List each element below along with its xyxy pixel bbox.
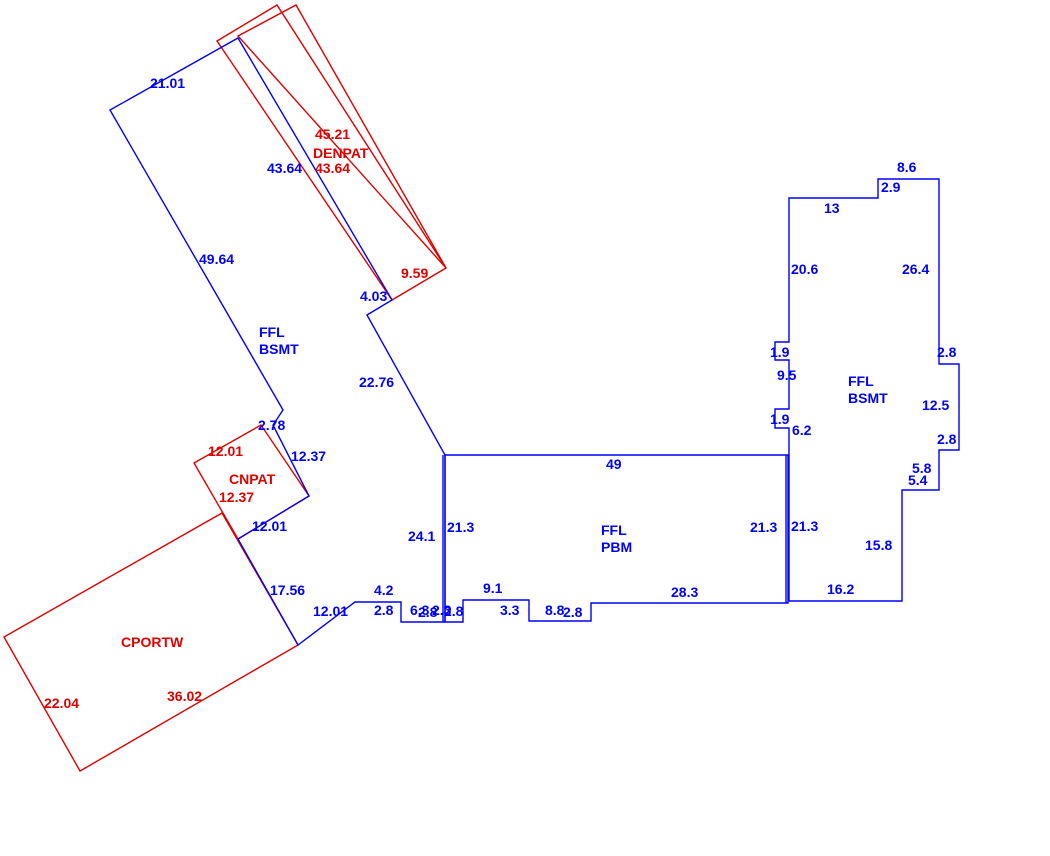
dim-label: 21.3 [447,519,474,535]
area-label-cnpat: CNPAT [229,471,276,487]
dim-label-red: 12.01 [208,443,243,459]
dim-label: 6.3 [410,602,430,618]
ffl-bsmt-upper-outline [109,37,446,647]
dim-label: 4.2 [374,582,394,598]
dim-label-red: 12.37 [219,489,254,505]
dim-label: 16.2 [827,581,854,597]
ffl-bsmt-right-outline [774,178,960,602]
ffl-pbm-outline [444,454,789,623]
dim-label: 2.3 [432,602,452,618]
area-label-mid-ffl: FFL [601,522,627,538]
dim-label: 12.01 [252,518,287,534]
dim-label: 24.1 [408,528,435,544]
area-label-mid-pbm: PBM [601,539,632,555]
dim-label-red: 45.21 [315,126,350,142]
dim-label: 2.8 [374,602,394,618]
dim-label: 49 [606,456,622,472]
dim-label: 15.8 [865,537,892,553]
area-label-denpat: DENPAT [313,145,369,161]
dim-label-red: 22.04 [44,695,79,711]
dim-label: 5.4 [908,472,928,488]
dim-label: 17.56 [270,582,305,598]
dim-label: 12.5 [922,397,949,413]
dim-label: 12.37 [291,448,326,464]
dim-label: 2.8 [418,604,438,620]
area-label-line: PBM [601,539,632,555]
dim-label: 43.64 [267,160,302,176]
dim-label: 3.3 [500,602,520,618]
dim-label: 20.6 [791,261,818,277]
dim-label: 9.1 [483,580,503,596]
dim-label: 28.3 [671,584,698,600]
dim-label: 13 [824,200,840,216]
dim-label: 22.76 [359,374,394,390]
dim-label: 21.01 [150,75,185,91]
area-label-line: BSMT [848,390,888,406]
dim-label: 2.78 [258,417,285,433]
area-label-upper-bsmt: BSMT [259,341,299,357]
dim-label: 5.8 [912,460,932,476]
dim-label: 9.5 [777,367,797,383]
area-label-line: FFL [259,324,285,340]
dim-label: 2.8 [937,431,957,447]
area-label-right-ffl: FFL [848,373,874,389]
area-label-upper-ffl: FFL [259,324,285,340]
dim-label: 1.9 [770,411,790,427]
area-label-cportw: CPORTW [121,634,184,650]
area-label-line: FFL [601,522,627,538]
dim-label-red: 9.59 [401,265,428,281]
dim-label: 2.8 [937,344,957,360]
dim-label-red: 36.02 [167,688,202,704]
dim-label: 12.01 [313,603,348,619]
dim-label: 21.3 [791,518,818,534]
dim-label-red: 43.64 [315,160,350,176]
area-label-line: FFL [848,373,874,389]
dim-label: 8.8 [545,602,565,618]
dim-label: 2.9 [881,179,901,195]
dim-label: 1.9 [770,344,790,360]
dim-label: 4.03 [360,288,387,304]
dim-label: 26.4 [902,261,929,277]
dim-label: 8.6 [897,159,917,175]
dim-label: 2.8 [563,604,583,620]
area-label-right-bsmt: BSMT [848,390,888,406]
dim-label: 49.64 [199,251,234,267]
dim-label: 6.2 [792,422,812,438]
dim-label: 2.8 [444,603,464,619]
area-label-line: BSMT [259,341,299,357]
denpat-inner-outline [236,4,447,269]
dim-label: 21.3 [750,519,777,535]
